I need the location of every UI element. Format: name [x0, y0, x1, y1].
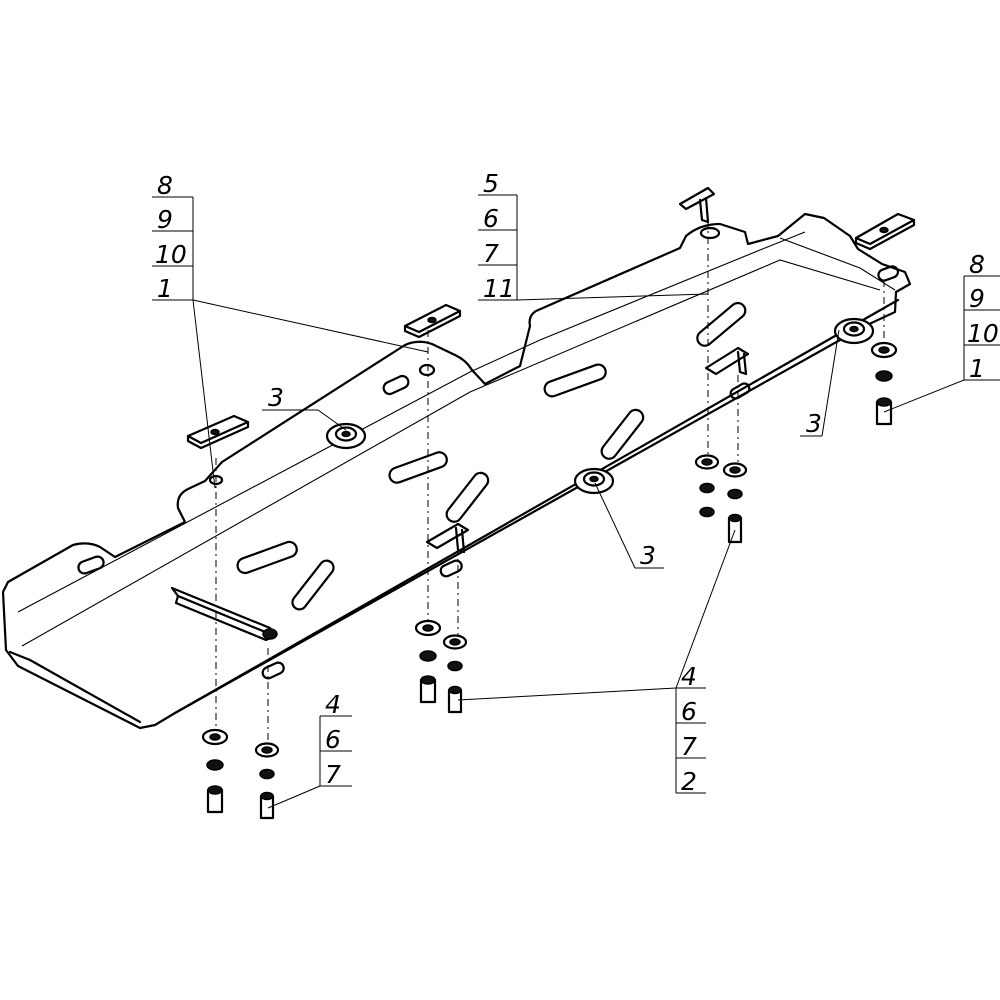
nut-plate-center-left	[403, 303, 462, 339]
clip-right	[704, 346, 750, 376]
fastener-stack-center-a	[414, 619, 442, 704]
callout-spacer-center: 3	[635, 541, 664, 570]
callout-label: 6	[681, 697, 697, 726]
fastener-stack-right-a	[694, 454, 720, 518]
callout-label: 2	[681, 767, 697, 796]
spacer-3	[833, 317, 875, 345]
fastener-stack-right-b	[722, 462, 748, 544]
plate-front-flange	[8, 298, 900, 724]
plate-outline	[1, 212, 912, 730]
callout-spacer-right: 3	[800, 409, 822, 438]
callout-label: 9	[969, 284, 985, 313]
plate-bend-line-lower	[21, 259, 881, 647]
callout-label: 7	[325, 760, 341, 789]
callout-label: 10	[155, 240, 187, 269]
callout-label: 11	[483, 274, 515, 303]
callout-label: 3	[806, 409, 822, 438]
callout-label: 8	[969, 250, 985, 279]
callout-label: 6	[483, 204, 499, 233]
callout-label: 8	[157, 171, 173, 200]
nut-plate-left	[186, 414, 250, 450]
callout-stack-bottom-left: 4 6 7	[319, 690, 352, 789]
fastener-stack-bottom-left-b	[254, 742, 280, 820]
callout-label: 7	[483, 239, 499, 268]
callout-stack-left: 8 9 10 1	[152, 171, 194, 303]
plate-slots	[77, 226, 899, 680]
callout-label: 1	[157, 274, 173, 303]
plate-rear-flange	[779, 237, 896, 291]
callout-label: 4	[325, 690, 341, 719]
plate-bend-line-upper	[17, 231, 806, 613]
bracket-bar	[170, 586, 278, 642]
callout-stack-bottom-center: 4 6 7 2	[675, 662, 706, 796]
callout-label: 3	[640, 541, 656, 570]
callout-stack-center: 5 6 7 11	[478, 169, 518, 303]
fastener-stack-far-right	[870, 341, 898, 426]
nut-plate-right	[854, 212, 916, 251]
assembly-axes	[215, 220, 885, 745]
callout-spacer-left: 3	[262, 383, 318, 412]
clip-center	[425, 522, 470, 554]
callout-label: 1	[969, 354, 985, 383]
callout-label: 4	[681, 662, 697, 691]
fastener-stack-center-b	[442, 634, 468, 714]
callout-label: 6	[325, 725, 341, 754]
spacer-1	[325, 422, 367, 450]
callout-label: 10	[967, 319, 999, 348]
callout-label: 5	[483, 169, 499, 198]
leader-lines	[192, 293, 965, 809]
callout-label: 3	[268, 383, 284, 412]
callout-label: 7	[681, 732, 697, 761]
fastener-stack-bottom-left-a	[201, 728, 229, 814]
nut-plate-rear-bent	[678, 186, 716, 224]
callout-stack-right: 8 9 10 1	[963, 250, 1000, 383]
spacer-2	[573, 467, 615, 495]
skid-plate	[1, 212, 912, 730]
callout-label: 9	[157, 205, 173, 234]
